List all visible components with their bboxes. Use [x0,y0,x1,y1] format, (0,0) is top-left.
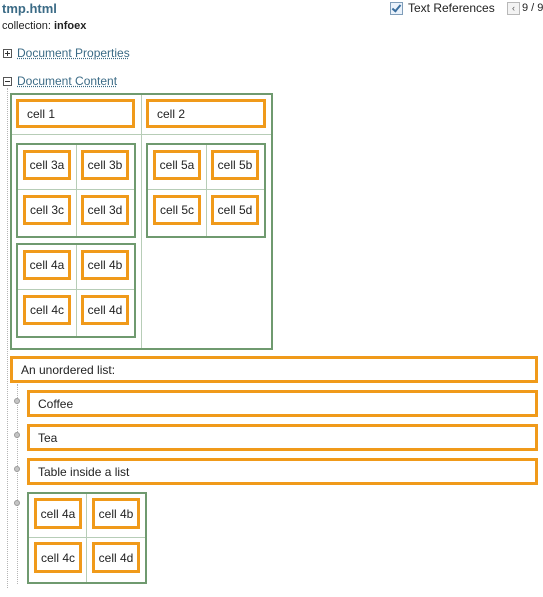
table-divider [29,537,145,538]
table-cell: cell 4c [34,542,82,573]
table-cell: cell 5b [211,150,259,180]
table-cell: cell 4c [23,295,71,325]
text-references-label[interactable]: Text References [408,1,495,15]
table-divider [141,95,142,348]
page-counter: 9 / 9 [522,2,543,14]
list-item: Table inside a list [27,458,538,485]
table-cell: cell 3c [23,195,71,225]
chevron-left-icon[interactable]: ‹ [507,2,520,15]
table-cell: cell 5c [153,195,201,225]
table-divider [76,245,77,336]
table-cell: cell 4d [92,542,140,573]
table-cell: cell 5d [211,195,259,225]
bullet-icon [14,500,20,506]
bullet-icon [14,432,20,438]
expand-plus-icon[interactable] [3,49,12,58]
table-cell: cell 4d [81,295,129,325]
table-divider [12,134,271,135]
bullet-icon [14,398,20,404]
table-divider [148,189,264,190]
table-divider [18,189,134,190]
table-cell: cell 4b [81,250,129,280]
list-item: Tea [27,424,538,451]
table-cell: cell 5a [153,150,201,180]
table-cell: cell 3d [81,195,129,225]
list-item: Coffee [27,390,538,417]
table-cell: cell 3b [81,150,129,180]
table-cell: cell 2 [146,99,266,128]
document-properties-link[interactable]: Document Properties [17,46,130,60]
table-cell: cell 4b [92,498,140,529]
list-heading: An unordered list: [10,356,538,383]
document-title: tmp.html [2,1,57,16]
collection-label: collection: [2,20,51,32]
table-divider [76,145,77,236]
text-references-checkbox[interactable] [390,2,403,15]
collapse-minus-icon[interactable] [3,77,12,86]
bullet-icon [14,466,20,472]
collection-name: infoex [53,20,87,32]
document-content-link[interactable]: Document Content [17,74,118,88]
table-divider [86,494,87,582]
table-cell: cell 3a [23,150,71,180]
table-cell: cell 4a [23,250,71,280]
table-divider [206,145,207,236]
collection-info: collection: infoex [2,20,86,32]
table-cell: cell 4a [34,498,82,529]
table-cell: cell 1 [16,99,135,128]
list-tree-line [17,384,18,584]
tree-line [7,88,8,588]
table-divider [18,289,134,290]
